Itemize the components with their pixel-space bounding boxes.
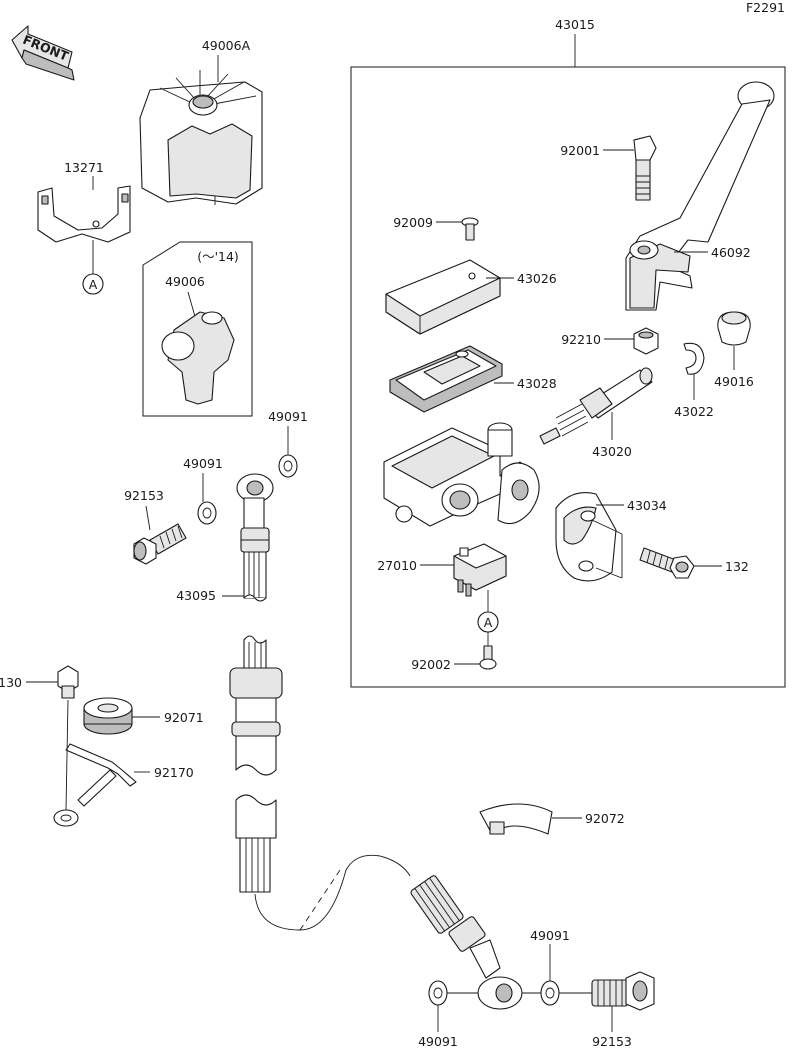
callout-130-left: 130 (0, 675, 22, 690)
callout-92153-a: 92153 (124, 488, 164, 503)
part-43034-holder (555, 492, 617, 582)
callout-43022: 43022 (674, 404, 714, 419)
callout-43034: 43034 (627, 498, 667, 513)
part-43026-reservoir-cap (385, 259, 501, 335)
callout-92210: 92210 (561, 332, 601, 347)
callout-43015: 43015 (555, 17, 595, 32)
part-49091-washer-a (278, 454, 298, 478)
part-49006A (139, 55, 263, 205)
callout-92001: 92001 (560, 143, 600, 158)
part-92009-screw (461, 217, 479, 241)
callout-92071: 92071 (164, 710, 204, 725)
callout-49091-b: 49091 (183, 456, 223, 471)
callout-43020: 43020 (592, 444, 632, 459)
callout-43026: 43026 (517, 271, 557, 286)
callout-49091-a: 49091 (268, 409, 308, 424)
part-43022-circlip (683, 342, 705, 375)
part-92170-bracket (53, 699, 137, 827)
callout-43095: 43095 (176, 588, 216, 603)
part-49006 (161, 311, 235, 405)
variant-inset-frame (142, 241, 253, 417)
part-92153-banjo-bolt-b (591, 971, 655, 1011)
part-92210-nut (633, 327, 659, 355)
part-92072-clamp (479, 803, 553, 835)
inset-variant-note: (～'14) (197, 249, 239, 264)
callout-49006A: 49006A (202, 38, 251, 53)
part-46092-brake-lever (625, 81, 775, 311)
callout-132: 132 (725, 559, 749, 574)
ref-label-a-bottom: A (484, 615, 493, 630)
callout-43028: 43028 (517, 376, 557, 391)
figure-id: F2291 (746, 0, 785, 15)
part-130-bolt-left (57, 665, 79, 699)
callout-49091-c: 49091 (530, 928, 570, 943)
callout-49091-d: 49091 (418, 1034, 458, 1049)
part-92153-banjo-bolt-a (133, 523, 187, 565)
part-92002-screw (479, 645, 497, 670)
part-132-clamp-bolt (639, 547, 695, 579)
callout-92170: 92170 (154, 765, 194, 780)
callout-49006: 49006 (165, 274, 205, 289)
callout-92002: 92002 (411, 657, 451, 672)
callout-92153-b: 92153 (592, 1034, 632, 1049)
part-27010-brake-switch (453, 543, 507, 597)
front-arrow-icon: FRONT (11, 25, 75, 81)
part-master-cylinder-body (383, 422, 540, 527)
callout-92072: 92072 (585, 811, 625, 826)
part-92001-pivot-bolt (633, 135, 657, 201)
ref-circle-a (82, 273, 104, 295)
part-92071-grommet (83, 697, 133, 735)
callout-13271: 13271 (64, 160, 104, 175)
callout-92009: 92009 (393, 215, 433, 230)
part-49091-washer-b (197, 501, 217, 525)
part-43095-brake-hose (229, 473, 523, 1010)
master-cylinder-assembly-frame (350, 66, 786, 688)
callout-27010: 27010 (377, 558, 417, 573)
callout-49016: 49016 (714, 374, 754, 389)
part-49091-washer-d (428, 980, 448, 1006)
part-13271 (37, 176, 131, 274)
callout-46092: 46092 (711, 245, 751, 260)
part-43028-diaphragm (389, 345, 503, 413)
part-49016-dust-boot (717, 311, 751, 346)
part-49091-washer-c (540, 980, 560, 1006)
ref-label-a-top: A (89, 277, 98, 292)
part-43020-piston-kit (539, 367, 653, 445)
